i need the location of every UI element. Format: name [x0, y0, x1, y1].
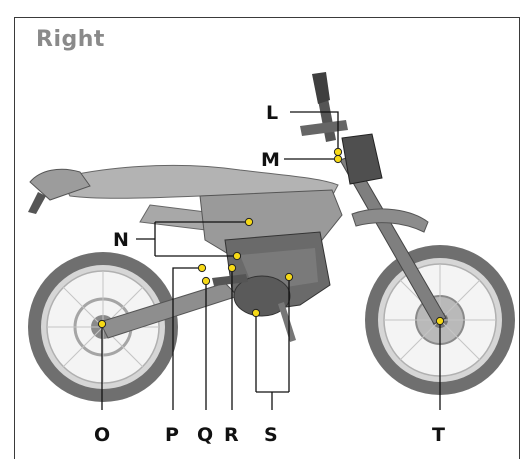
marker-p	[197, 263, 207, 273]
callout-label-o: O	[94, 424, 110, 446]
callout-markers	[97, 147, 445, 329]
mirror	[312, 72, 330, 104]
callout-label-l: L	[266, 102, 278, 124]
marker-o	[97, 319, 107, 329]
front-fender	[351, 208, 429, 233]
motor	[233, 275, 291, 317]
callout-lines	[101, 111, 441, 410]
callout-label-p: P	[165, 424, 179, 446]
view-title: Right	[36, 27, 105, 52]
callout-labels: L M N O P Q R S T	[94, 102, 445, 446]
marker-t	[435, 316, 445, 326]
marker-m	[333, 154, 343, 164]
marker-l	[333, 147, 343, 157]
handlebar	[300, 120, 348, 136]
callout-label-s: S	[264, 424, 278, 446]
handlebar-mount	[318, 98, 336, 142]
callout-label-r: R	[224, 424, 239, 446]
marker-q	[201, 276, 211, 286]
callout-label-t: T	[432, 424, 445, 446]
marker-s-left	[251, 308, 261, 318]
marker-s-right	[284, 272, 294, 282]
marker-n-upper	[244, 217, 254, 227]
marker-n-lower	[232, 251, 242, 261]
marker-r	[227, 263, 237, 273]
callout-label-n: N	[113, 229, 129, 251]
rear-fender	[29, 168, 91, 201]
callout-label-m: M	[261, 149, 280, 171]
headlight-plate	[341, 133, 383, 185]
callout-label-q: Q	[197, 424, 213, 446]
